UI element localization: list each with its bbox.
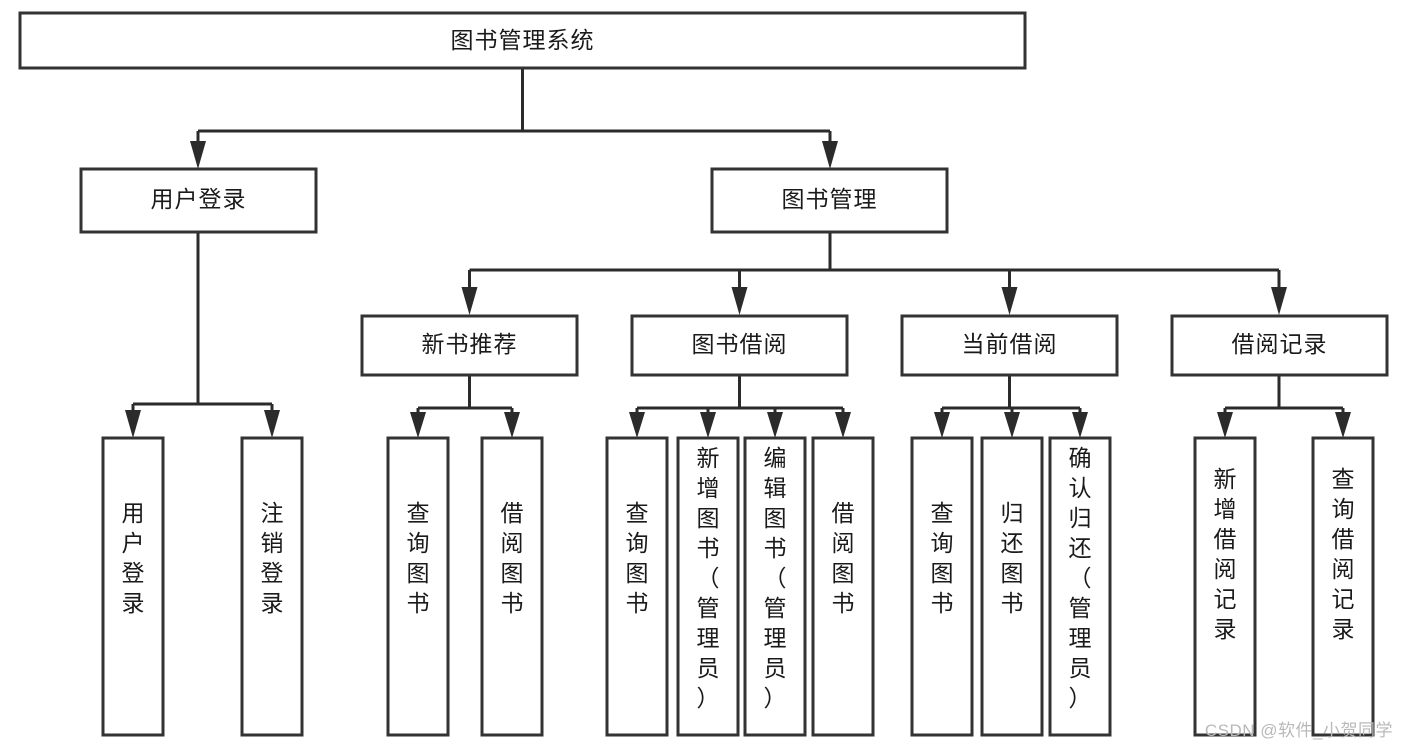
arrow-head-leaf-confirm-return bbox=[1072, 412, 1088, 438]
arrow-head-leaf-edit-book bbox=[767, 412, 783, 438]
node-leaf-user-login-label: 用户登录 bbox=[122, 500, 145, 616]
node-leaf-borrow-book-2[interactable]: 借阅图书 bbox=[811, 436, 875, 737]
node-borrow-record[interactable]: 借阅记录 bbox=[1170, 314, 1389, 377]
arrow-head-leaf-user-logout bbox=[264, 410, 280, 438]
node-leaf-add-book-label: 新增图书（管理员） bbox=[697, 445, 720, 711]
node-leaf-add-record-label: 新增借阅记录 bbox=[1214, 466, 1237, 642]
csdn-watermark: CSDN @软件_小贺同学 bbox=[1204, 721, 1393, 740]
node-leaf-query-book-3-box[interactable] bbox=[910, 436, 974, 737]
node-new-book-recommend-label: 新书推荐 bbox=[422, 331, 518, 357]
node-book-manage-label: 图书管理 bbox=[782, 186, 878, 212]
node-leaf-confirm-return-box[interactable] bbox=[1048, 436, 1112, 737]
arrow-head-leaf-borrow-book-1 bbox=[504, 412, 520, 438]
node-leaf-borrow-book-1-label: 借阅图书 bbox=[501, 500, 524, 616]
node-leaf-query-record-label: 查询借阅记录 bbox=[1332, 466, 1355, 642]
node-leaf-query-book-1-label: 查询图书 bbox=[407, 500, 430, 616]
node-leaf-add-record-box[interactable] bbox=[1193, 436, 1257, 737]
arrow-head-new-book-recommend bbox=[461, 287, 478, 315]
arrow-head-leaf-borrow-book-2 bbox=[835, 412, 851, 438]
node-leaf-query-book-1[interactable]: 查询图书 bbox=[386, 436, 450, 737]
node-borrow-record-box[interactable] bbox=[1170, 314, 1389, 377]
node-user-login[interactable]: 用户登录 bbox=[79, 167, 318, 234]
node-leaf-query-book-2[interactable]: 查询图书 bbox=[605, 436, 669, 737]
arrow-head-leaf-query-book-1 bbox=[410, 412, 426, 438]
node-leaf-return-book-label: 归还图书 bbox=[1001, 500, 1024, 616]
arrow-head-book-manage bbox=[822, 141, 838, 169]
node-leaf-user-logout-box[interactable] bbox=[240, 436, 304, 737]
node-book-manage-box[interactable] bbox=[710, 167, 949, 234]
node-leaf-borrow-book-1[interactable]: 借阅图书 bbox=[480, 436, 544, 737]
node-root-box[interactable] bbox=[18, 11, 1027, 70]
node-new-book-recommend[interactable]: 新书推荐 bbox=[360, 314, 579, 377]
connector-group-new-book-recommend-to-leaves bbox=[410, 375, 520, 438]
arrow-head-leaf-return-book bbox=[1004, 412, 1020, 438]
connector-group-book-borrow-to-leaves bbox=[629, 375, 851, 438]
node-user-login-label: 用户登录 bbox=[151, 186, 247, 212]
node-leaf-edit-book-label: 编辑图书（管理员） bbox=[764, 445, 787, 711]
node-leaf-add-book-box[interactable] bbox=[676, 436, 740, 737]
arrow-head-book-borrow bbox=[731, 287, 748, 315]
node-leaf-user-logout-label: 注销登录 bbox=[261, 500, 284, 616]
arrow-head-borrow-record bbox=[1271, 287, 1287, 315]
node-book-manage[interactable]: 图书管理 bbox=[710, 167, 949, 234]
arrow-head-leaf-add-book bbox=[700, 412, 716, 438]
arrow-head-leaf-user-login bbox=[125, 410, 141, 438]
node-leaf-query-book-3[interactable]: 查询图书 bbox=[910, 436, 974, 737]
node-book-borrow-label: 图书借阅 bbox=[692, 331, 788, 357]
arrow-head-leaf-add-record bbox=[1217, 412, 1233, 438]
node-leaf-query-book-1-box[interactable] bbox=[386, 436, 450, 737]
arrow-head-leaf-query-record bbox=[1335, 412, 1351, 438]
node-leaf-return-book[interactable]: 归还图书 bbox=[980, 436, 1044, 737]
node-leaf-user-logout[interactable]: 注销登录 bbox=[240, 436, 304, 737]
arrow-head-user-login bbox=[190, 141, 206, 169]
node-leaf-borrow-book-2-label: 借阅图书 bbox=[832, 500, 855, 616]
connector-group-root-to-level2 bbox=[190, 68, 838, 169]
node-borrow-record-label: 借阅记录 bbox=[1232, 331, 1328, 357]
node-leaf-query-book-3-label: 查询图书 bbox=[931, 500, 954, 616]
node-leaf-query-record-box[interactable] bbox=[1311, 436, 1375, 737]
node-leaf-edit-book-box[interactable] bbox=[743, 436, 807, 737]
node-leaf-borrow-book-2-box[interactable] bbox=[811, 436, 875, 737]
node-leaf-add-record[interactable]: 新增借阅记录 bbox=[1193, 436, 1257, 737]
arrow-head-current-borrow bbox=[1001, 287, 1018, 315]
arrow-head-leaf-query-book-2 bbox=[629, 412, 645, 438]
connector-group-current-borrow-to-leaves bbox=[934, 375, 1088, 438]
node-book-borrow[interactable]: 图书借阅 bbox=[630, 314, 849, 377]
node-leaf-query-book-2-box[interactable] bbox=[605, 436, 669, 737]
connector-group-book-manage-to-level3 bbox=[461, 232, 1287, 315]
connector-group-user-login-to-leaves bbox=[125, 232, 280, 438]
node-new-book-recommend-box[interactable] bbox=[360, 314, 579, 377]
node-leaf-confirm-return-label: 确认归还（管理员） bbox=[1069, 445, 1092, 711]
node-root[interactable]: 图书管理系统 bbox=[18, 11, 1027, 70]
node-book-borrow-box[interactable] bbox=[630, 314, 849, 377]
node-leaf-user-login[interactable]: 用户登录 bbox=[101, 436, 165, 737]
node-current-borrow[interactable]: 当前借阅 bbox=[900, 314, 1119, 377]
node-leaf-add-book[interactable]: 新增图书（管理员） bbox=[676, 436, 740, 737]
node-leaf-query-record[interactable]: 查询借阅记录 bbox=[1311, 436, 1375, 737]
node-leaf-edit-book[interactable]: 编辑图书（管理员） bbox=[743, 436, 807, 737]
node-root-label: 图书管理系统 bbox=[451, 27, 595, 53]
arrow-head-leaf-query-book-3 bbox=[934, 412, 950, 438]
node-user-login-box[interactable] bbox=[79, 167, 318, 234]
node-leaf-borrow-book-1-box[interactable] bbox=[480, 436, 544, 737]
node-current-borrow-box[interactable] bbox=[900, 314, 1119, 377]
connector-group-borrow-record-to-leaves bbox=[1217, 375, 1351, 438]
node-leaf-confirm-return[interactable]: 确认归还（管理员） bbox=[1048, 436, 1112, 737]
node-leaf-user-login-box[interactable] bbox=[101, 436, 165, 737]
node-leaf-return-book-box[interactable] bbox=[980, 436, 1044, 737]
node-leaf-query-book-2-label: 查询图书 bbox=[626, 500, 649, 616]
node-current-borrow-label: 当前借阅 bbox=[962, 331, 1058, 357]
